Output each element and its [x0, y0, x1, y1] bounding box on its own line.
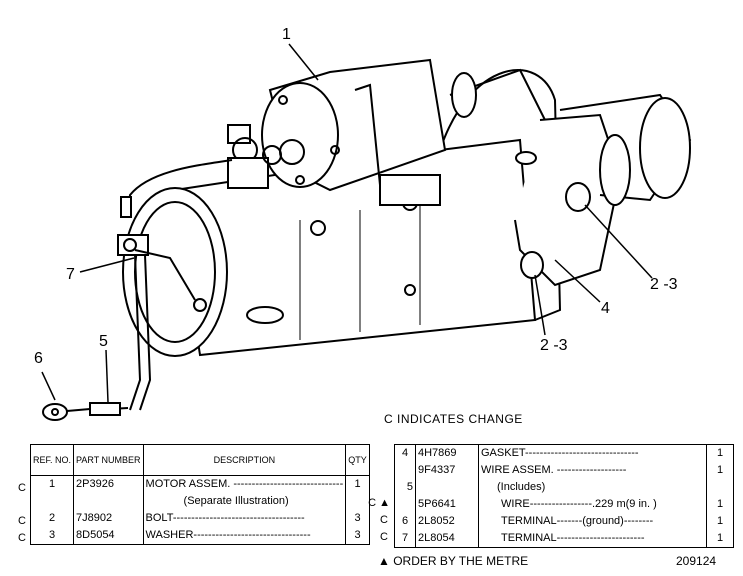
description: BOLT------------------------------------	[142, 510, 347, 527]
description: GASKET-------------------------------	[478, 444, 707, 462]
table-header-row: REF. NO. PART NUMBER DESCRIPTION QTY	[29, 444, 370, 476]
part-number: 8D5054	[73, 527, 144, 545]
part-number	[415, 479, 479, 496]
qty: 1	[345, 475, 370, 493]
callout-6: 6	[34, 350, 43, 367]
wire-assembly	[42, 159, 233, 421]
callout-1: 1	[282, 26, 291, 43]
ref-no: 4	[394, 444, 416, 462]
header-part-number: PART NUMBER	[73, 444, 144, 476]
header-description: DESCRIPTION	[142, 444, 347, 476]
ref-no	[394, 496, 416, 513]
leader-lines	[41, 43, 653, 403]
table-row: 3 8D5054 WASHER-------------------------…	[29, 527, 370, 545]
description: TERMINAL-------(ground)--------	[478, 513, 707, 530]
starter-motor-diagram	[41, 43, 692, 421]
callout-7: 7	[66, 266, 75, 283]
callout-5: 5	[99, 333, 108, 350]
table-row: 2 7J8902 BOLT---------------------------…	[29, 510, 370, 527]
parts-table-right: 4 4H7869 GASKET-------------------------…	[394, 444, 734, 548]
ref-no	[394, 462, 416, 479]
qty: 3	[345, 510, 370, 527]
ref-no: 7	[394, 530, 416, 548]
motor-terminal	[117, 234, 196, 301]
table-row: 6 2L8052 TERMINAL-------(ground)--------…	[394, 513, 734, 530]
drawing-number: 209124	[676, 554, 717, 568]
order-by-metre-note: ▲ ORDER BY THE METRE	[378, 554, 529, 568]
qty: 3	[345, 527, 370, 545]
qty: 1	[706, 444, 734, 462]
description: (Includes)	[478, 479, 707, 496]
ref-no: 1	[29, 475, 75, 493]
ref-no: 3	[29, 527, 75, 545]
table-row: 7 2L8054 TERMINAL-----------------------…	[394, 530, 734, 548]
ref-no: 2	[29, 510, 75, 527]
change-mark: C	[18, 515, 26, 527]
part-number: 7J8902	[73, 510, 144, 527]
qty: 1	[706, 462, 734, 479]
change-mark: C	[380, 531, 388, 543]
table-row: 5 (Includes)	[394, 479, 734, 496]
change-mark: C ▲	[368, 497, 390, 509]
parts-table-left: REF. NO. PART NUMBER DESCRIPTION QTY 1 2…	[29, 444, 370, 545]
description-continued: (Separate Illustration)	[142, 493, 347, 510]
qty: 1	[706, 513, 734, 530]
motor-body	[122, 68, 562, 357]
change-mark: C	[18, 482, 26, 494]
change-note: C INDICATES CHANGE	[384, 412, 523, 426]
part-number: 9F4337	[415, 462, 479, 479]
part-number: 2L8054	[415, 530, 479, 548]
part-number: 5P6641	[415, 496, 479, 513]
header-ref-no: REF. NO.	[29, 444, 75, 476]
ref-no: 5	[394, 479, 416, 496]
part-number: 2L8052	[415, 513, 479, 530]
solenoid-terminals	[227, 124, 305, 189]
change-mark: C	[18, 532, 26, 544]
table-row: (Separate Illustration)	[29, 493, 370, 510]
table-row: 1 2P3926 MOTOR ASSEM. ------------------…	[29, 475, 370, 493]
table-row: 9F4337 WIRE ASSEM. ------------------- 1	[394, 462, 734, 479]
qty: 1	[706, 530, 734, 548]
change-mark: C	[380, 514, 388, 526]
qty	[706, 479, 734, 496]
table-row: 5P6641 WIRE-----------------.229 m(9 in.…	[394, 496, 734, 513]
callout-2-3-bottom: 2 -3	[540, 337, 568, 354]
part-number: 4H7869	[415, 444, 479, 462]
solenoid	[261, 58, 447, 206]
part-number: 2P3926	[73, 475, 144, 493]
description: WASHER--------------------------------	[142, 527, 347, 545]
description: MOTOR ASSEM. ---------------------------…	[142, 475, 347, 493]
description: WIRE ASSEM. -------------------	[478, 462, 707, 479]
table-row: 4 4H7869 GASKET-------------------------…	[394, 444, 734, 462]
qty: 1	[706, 496, 734, 513]
description: WIRE-----------------.229 m(9 in. )	[478, 496, 707, 513]
description: TERMINAL------------------------	[478, 530, 707, 548]
callout-4: 4	[601, 300, 610, 317]
header-qty: QTY	[345, 444, 370, 476]
ref-no: 6	[394, 513, 416, 530]
callout-2-3-right: 2 -3	[650, 276, 678, 293]
drive-housing	[514, 93, 692, 287]
